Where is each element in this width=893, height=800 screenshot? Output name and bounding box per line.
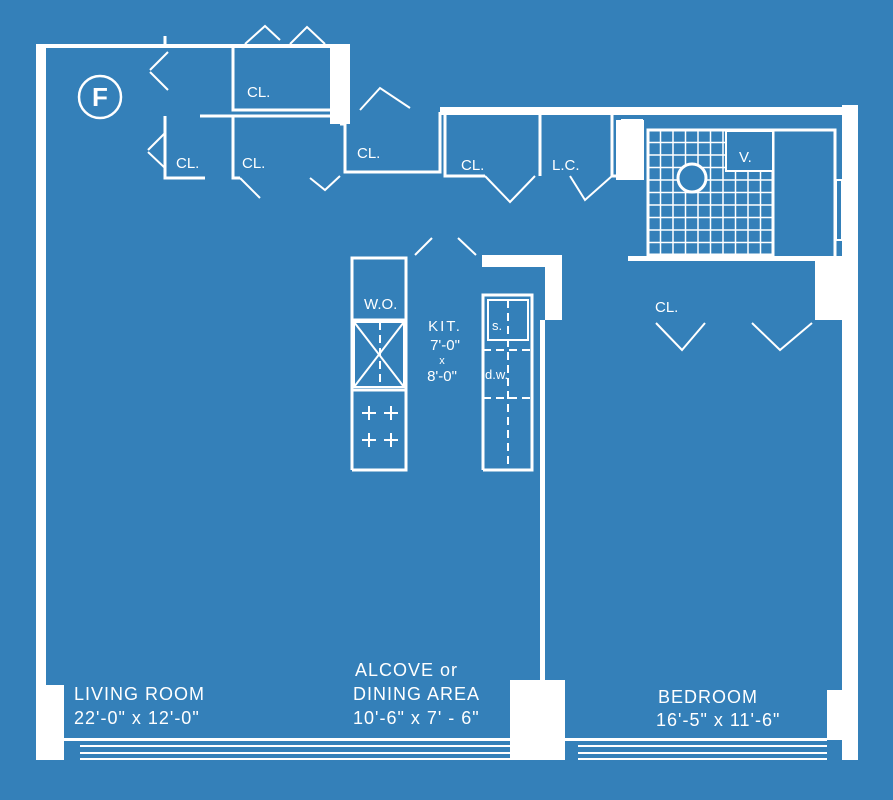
- plan-badge-letter: F: [92, 82, 108, 112]
- alcove-dims: 10'-6" x 7' - 6": [353, 708, 480, 728]
- bathroom: [646, 128, 843, 257]
- alcove-name-2: DINING AREA: [353, 684, 480, 704]
- kitchen-dim-x: x: [439, 355, 445, 367]
- kitchen-dim-1: 7'-0": [430, 337, 460, 354]
- linen-closet-label: L.C.: [552, 157, 580, 174]
- kitchen-dim-2: 8'-0": [427, 368, 457, 385]
- closet-label: CL.: [242, 155, 265, 172]
- living-room-name: LIVING ROOM: [74, 684, 205, 704]
- bedroom-name: BEDROOM: [658, 687, 758, 707]
- vanity-label: V.: [739, 149, 752, 166]
- dishwasher-label: d.w.: [485, 367, 508, 382]
- closet-walls: [125, 24, 813, 352]
- closet-label: CL.: [461, 157, 484, 174]
- drain-icon: [676, 162, 708, 194]
- living-room-dims: 22'-0" x 12'-0": [74, 708, 200, 728]
- wall-oven-label: W.O.: [364, 296, 397, 313]
- bedroom-dims: 16'-5" x 11'-6": [656, 710, 780, 730]
- sink-label: s.: [492, 318, 502, 333]
- closet-label: CL.: [357, 145, 380, 162]
- windows: [64, 738, 827, 760]
- alcove-name-1: ALCOVE or: [355, 660, 458, 680]
- plan-badge: [77, 74, 123, 120]
- cooktop-burners-icon: [362, 406, 398, 447]
- kitchen: [350, 256, 534, 472]
- closet-label: CL.: [176, 155, 199, 172]
- kitchen-name: KIT.: [428, 318, 462, 335]
- closet-label: CL.: [247, 84, 270, 101]
- closet-label: CL.: [655, 299, 678, 316]
